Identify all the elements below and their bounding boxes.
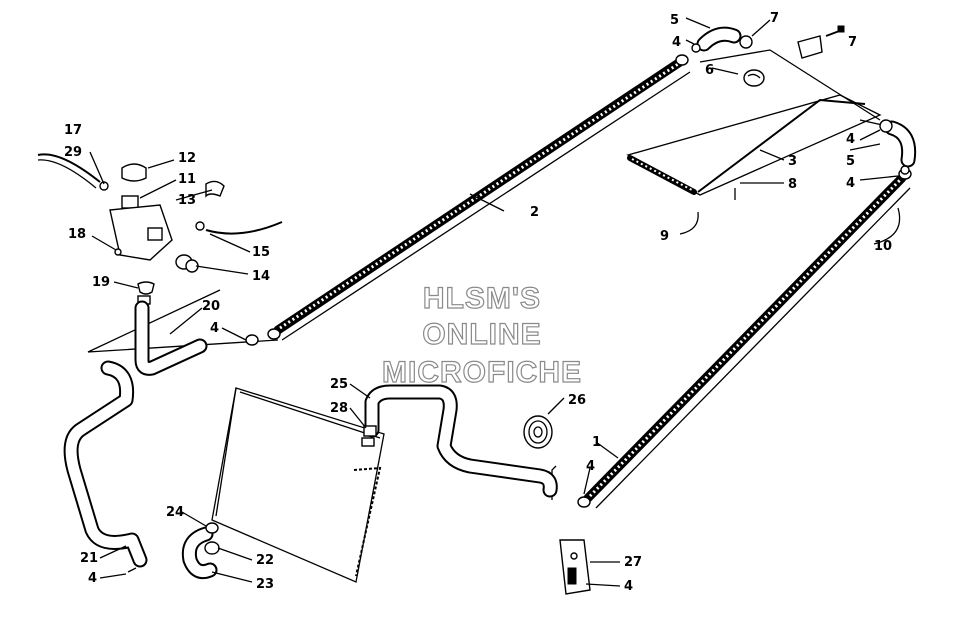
callout-4-right: 4: [846, 132, 855, 147]
callout-4-lower: 4: [88, 571, 97, 586]
callout-16: 17: [64, 123, 82, 138]
upper-right-hose: [691, 26, 917, 175]
coolant-bottle-assembly: [37, 153, 283, 305]
radiator-panel: [211, 387, 385, 583]
callout-22: 23: [256, 577, 274, 592]
callout-4-right-lower: 4: [846, 176, 855, 191]
callout-8: 8: [788, 177, 797, 192]
watermark: HLSM'S ONLINE MICROFICHE: [381, 281, 582, 389]
part-21-22-hose: [181, 522, 220, 580]
callout-9: 9: [660, 229, 669, 244]
callout-5-upper: 5: [670, 13, 679, 28]
callout-7-right: 7: [848, 35, 857, 50]
callout-7-upper: 7: [770, 11, 779, 26]
part-2-heat-exchanger-upper: [267, 54, 691, 341]
part-6-plug: [743, 69, 765, 87]
callout-18: 19: [92, 275, 110, 290]
watermark-line-1: HLSM'S: [423, 282, 541, 315]
callout-4-upper: 4: [672, 35, 681, 50]
callout-12: 12: [178, 151, 196, 166]
callout-13: 13: [178, 193, 196, 208]
tunnel-outline: [87, 49, 906, 500]
callout-2: 2: [530, 205, 539, 220]
part-28-clamp: [523, 415, 553, 449]
part-25-26-bracket: [559, 539, 591, 595]
callout-24: 25: [330, 377, 348, 392]
callout-10: 10: [874, 239, 892, 254]
part-19-20-hoses: [63, 300, 259, 573]
callout-25: 27: [624, 555, 642, 570]
callout-15: 15: [252, 245, 270, 260]
callout-4-mid: 4: [210, 321, 219, 336]
callout-19: 20: [202, 299, 220, 314]
callout-29: 29: [64, 145, 82, 160]
callout-3: 3: [788, 154, 797, 169]
callout-4-bottom: 4: [586, 459, 595, 474]
callout-20: 21: [80, 551, 98, 566]
watermark-line-2: ONLINE: [422, 318, 541, 351]
callout-17: 18: [68, 227, 86, 242]
part-7-screw: [797, 25, 845, 59]
callout-6: 6: [705, 63, 714, 78]
callout-26: 4: [624, 579, 633, 594]
callout-14: 14: [252, 269, 270, 284]
callout-1: 1: [592, 435, 601, 450]
part-1-heat-exchanger-lower: [577, 168, 912, 509]
callout-labels: 2 1 3 8 9 10 5 4 6 7 7 4 5 4 17 29 12 11…: [64, 11, 892, 594]
callout-23: 24: [166, 505, 184, 520]
callout-11: 11: [178, 172, 196, 187]
part-24-hose: [361, 384, 558, 498]
callout-27: 28: [330, 401, 348, 416]
callout-28: 26: [568, 393, 586, 408]
callout-21: 22: [256, 553, 274, 568]
callout-5-right: 5: [846, 154, 855, 169]
part-3-bracket: [626, 94, 882, 200]
watermark-line-3: MICROFICHE: [382, 356, 582, 389]
leader-lines: [89, 17, 901, 587]
